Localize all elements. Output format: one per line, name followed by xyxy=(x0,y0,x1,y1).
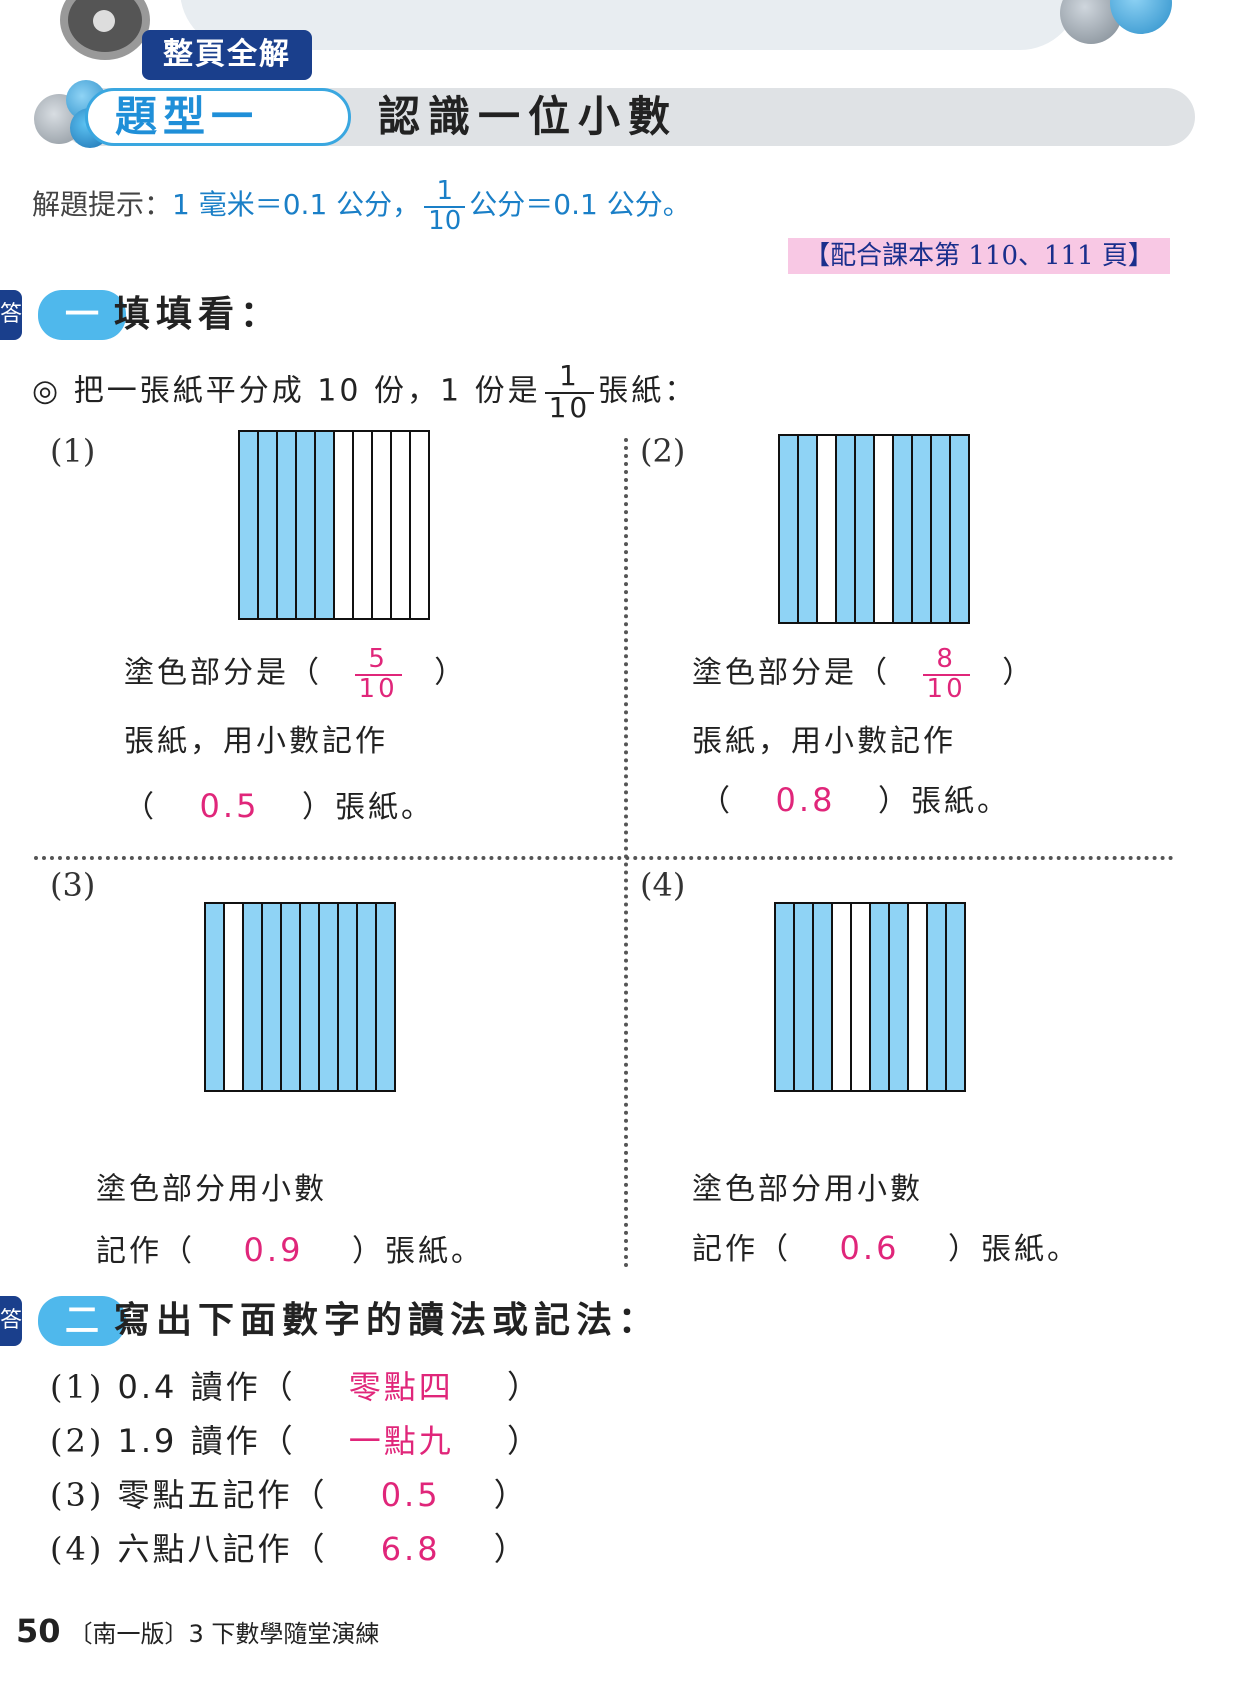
shaded-strip xyxy=(871,904,890,1090)
shaded-strip xyxy=(240,432,259,618)
unshaded-strip xyxy=(225,904,244,1090)
section-title: 寫出下面數字的讀法或記法： xyxy=(114,1300,661,1341)
list-item: (3) 零點五記作（ 0.5 ） xyxy=(50,1476,529,1514)
list-item: (1) 0.4 讀作（ 零點四 ） xyxy=(50,1368,542,1406)
paper-strips-figure xyxy=(778,434,970,624)
paper-strips-figure xyxy=(204,902,396,1092)
shaded-strip xyxy=(282,904,301,1090)
shaded-strip xyxy=(837,436,856,622)
unshaded-strip xyxy=(852,904,871,1090)
unshaded-strip xyxy=(335,432,354,618)
question-line: 張紙，用小數記作 xyxy=(124,724,388,759)
unshaded-strip xyxy=(875,436,894,622)
star-ball-decoration xyxy=(1110,0,1172,34)
list-item: (4) 六點八記作（ 6.8 ） xyxy=(50,1530,529,1568)
shaded-strip xyxy=(297,432,316,618)
shaded-strip xyxy=(894,436,913,622)
paper-strips-figure xyxy=(774,902,966,1092)
hint-part2: 公分＝0.1 公分。 xyxy=(469,188,691,221)
shaded-strip xyxy=(928,904,947,1090)
unshaded-strip xyxy=(818,436,837,622)
hint-label: 解題提示： xyxy=(32,188,173,221)
shaded-strip xyxy=(814,904,833,1090)
topic-label-pill xyxy=(85,88,351,146)
list-item: (2) 1.9 讀作（ 一點九 ） xyxy=(50,1422,542,1460)
robot-wheel-decoration xyxy=(60,0,150,60)
topic-label: 題型一 xyxy=(115,92,260,141)
shaded-strip xyxy=(890,904,909,1090)
question-number: (2) xyxy=(640,432,686,470)
answer-value: 一點九 xyxy=(348,1422,454,1460)
hint-part1: 1 毫米＝0.1 公分， xyxy=(172,188,421,221)
shaded-strip xyxy=(947,904,964,1090)
shaded-strip xyxy=(951,436,968,622)
page-number: 50 xyxy=(16,1612,61,1650)
footer-text: 〔南一版〕3 下數學隨堂演練 xyxy=(68,1620,380,1648)
shaded-strip xyxy=(339,904,358,1090)
shaded-strip xyxy=(377,904,394,1090)
unshaded-strip xyxy=(392,432,411,618)
textbook-reference: 【配合課本第 110、111 頁】 xyxy=(788,238,1170,274)
answer-value: 6.8 xyxy=(380,1530,441,1568)
shaded-strip xyxy=(259,432,278,618)
vertical-divider xyxy=(624,438,628,1268)
horizontal-divider xyxy=(34,856,1174,860)
shaded-strip xyxy=(856,436,875,622)
shaded-strip xyxy=(776,904,795,1090)
question-line: 塗色部分用小數 xyxy=(96,1172,327,1207)
section-title: 填填看： xyxy=(114,294,283,335)
shaded-strip xyxy=(320,904,339,1090)
shaded-strip xyxy=(795,904,814,1090)
question-line: 張紙，用小數記作 xyxy=(692,724,956,759)
unshaded-strip xyxy=(373,432,392,618)
shaded-strip xyxy=(913,436,932,622)
page-footer: 50〔南一版〕3 下數學隨堂演練 xyxy=(16,1612,379,1650)
shaded-strip xyxy=(206,904,225,1090)
shaded-strip xyxy=(799,436,818,622)
question-number: (4) xyxy=(640,866,686,904)
shaded-strip xyxy=(244,904,263,1090)
answer-value: 零點四 xyxy=(348,1368,454,1406)
topic-title: 認識一位小數 xyxy=(378,92,679,141)
question-number: (3) xyxy=(50,866,96,904)
section-number: 二 xyxy=(38,1296,126,1346)
unshaded-strip xyxy=(833,904,852,1090)
answer-value: 0.9 xyxy=(243,1231,304,1269)
header-cloud-decoration xyxy=(180,0,1080,50)
unshaded-strip xyxy=(909,904,928,1090)
shaded-strip xyxy=(278,432,297,618)
answer-value: 0.8 xyxy=(775,781,836,819)
shaded-strip xyxy=(316,432,335,618)
unshaded-strip xyxy=(411,432,428,618)
question-number: (1) xyxy=(50,432,96,470)
answer-value: 0.6 xyxy=(839,1229,900,1267)
shaded-strip xyxy=(932,436,951,622)
shaded-strip xyxy=(358,904,377,1090)
question-line: 塗色部分用小數 xyxy=(692,1172,923,1207)
shaded-strip xyxy=(301,904,320,1090)
answer-tab: 答 xyxy=(0,1296,22,1346)
answer-value: 0.5 xyxy=(380,1476,441,1514)
paper-strips-figure xyxy=(238,430,430,620)
unshaded-strip xyxy=(354,432,373,618)
question-line: （ 0.5 ）張紙。 xyxy=(124,787,434,825)
full-solution-badge: 整頁全解 xyxy=(142,30,312,80)
shaded-strip xyxy=(263,904,282,1090)
shaded-strip xyxy=(780,436,799,622)
answer-value: 0.5 xyxy=(199,787,260,825)
question-line: 記作（ 0.6 ）張紙。 xyxy=(692,1229,1080,1267)
question-line: （ 0.8 ）張紙。 xyxy=(700,781,1010,819)
section-number: 一 xyxy=(38,290,126,340)
answer-tab: 答 xyxy=(0,290,22,340)
question-line: 記作（ 0.9 ）張紙。 xyxy=(96,1231,484,1269)
